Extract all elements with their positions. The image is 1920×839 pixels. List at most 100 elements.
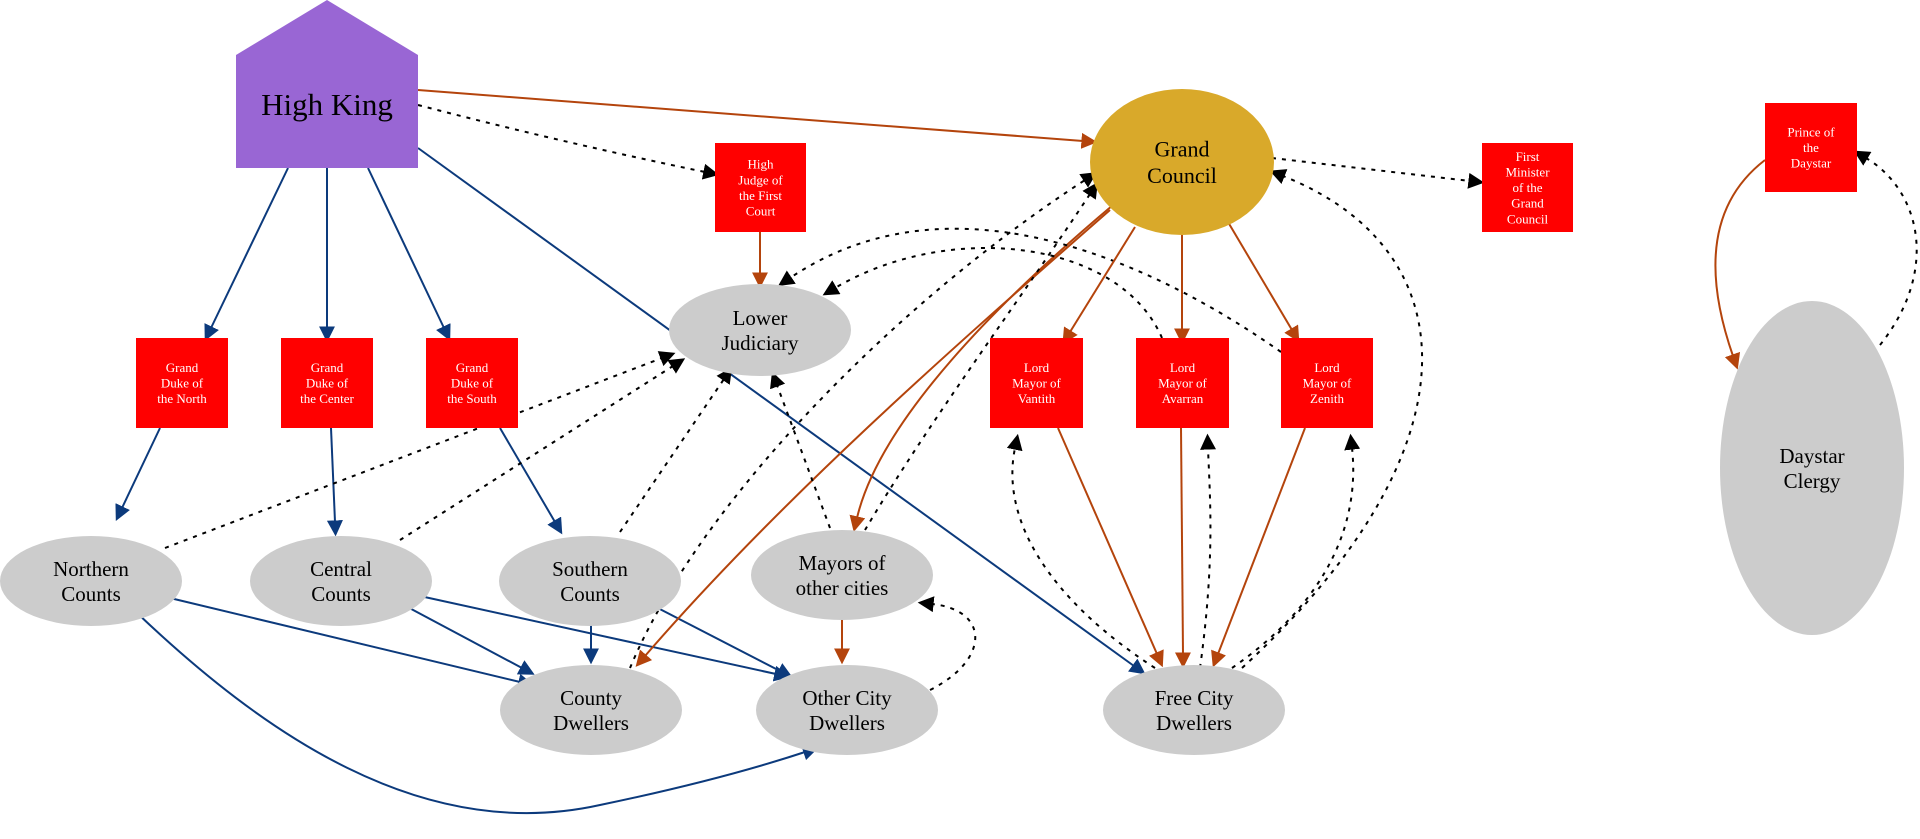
- node-label-line: Grand: [456, 360, 489, 375]
- edge-free-city-dwellers-to-mayor-vantith: [1006, 433, 1156, 669]
- edge-mayor-zenith-to-lower-judiciary: [778, 227, 1282, 353]
- node-label-line: Lord: [1314, 360, 1340, 375]
- node-label-line: Duke of: [161, 376, 204, 391]
- node-label-line: Minister: [1505, 164, 1550, 179]
- node-label-line: Grand: [166, 360, 199, 375]
- node-label-line: Judiciary: [722, 331, 799, 355]
- edge-duke-south-to-southern-counts: [499, 427, 563, 535]
- edge-grand-council-to-first-minister: [1271, 157, 1485, 189]
- node-label-line: Avarran: [1162, 391, 1204, 406]
- node-shape: [715, 143, 806, 232]
- node-label-line: Grand: [311, 360, 344, 375]
- edge-duke-center-to-central-counts: [326, 427, 343, 537]
- node-label-line: the South: [447, 391, 497, 406]
- node-shape: [990, 338, 1083, 428]
- edge-mayor-zenith-to-free-city-dwellers: [1211, 427, 1306, 668]
- node-label-line: the North: [157, 391, 207, 406]
- edge-central-counts-to-other-city-dwellers: [419, 595, 791, 682]
- node-high-king: High King: [236, 0, 418, 168]
- edge-duke-north-to-northern-counts: [115, 427, 161, 522]
- node-label-line: Judge of: [738, 172, 783, 187]
- node-label-line: Other City: [802, 686, 892, 710]
- edge-mayor-vantith-to-free-city-dwellers: [1057, 427, 1164, 668]
- node-shape: [0, 536, 182, 626]
- node-shape: [499, 536, 681, 626]
- node-label-line: High King: [261, 87, 393, 122]
- node-shape: [751, 530, 933, 620]
- node-label-line: Dwellers: [553, 711, 629, 735]
- node-label-line: Mayor of: [1158, 376, 1207, 391]
- edge-free-city-dwellers-to-grand-council: [1241, 169, 1424, 669]
- node-label-line: Mayor of: [1303, 376, 1352, 391]
- edge-mayor-avarran-to-free-city-dwellers: [1174, 427, 1191, 669]
- node-label-line: County: [560, 686, 622, 710]
- node-shape: [669, 284, 851, 376]
- node-shape: [1720, 301, 1904, 635]
- edge-high-king-to-duke-north: [204, 167, 289, 341]
- edge-grand-council-to-mayor-zenith: [1227, 221, 1300, 343]
- node-shape: [250, 536, 432, 626]
- node-label-line: Vantith: [1018, 391, 1056, 406]
- node-label-line: Council: [1507, 211, 1549, 226]
- node-label-line: Council: [1147, 163, 1217, 188]
- edge-prince-daystar-to-daystar-clergy: [1714, 159, 1766, 370]
- edges-layer: [115, 89, 1918, 815]
- node-label-line: Mayors of: [799, 551, 886, 575]
- node-label-line: Lord: [1024, 360, 1050, 375]
- node-label-line: Grand: [1511, 196, 1544, 211]
- edge-free-city-dwellers-to-mayor-avarran: [1199, 433, 1217, 669]
- node-label-line: Court: [746, 203, 776, 218]
- edge-other-city-dwellers-to-mayors-other: [917, 596, 977, 691]
- node-label-line: Daystar: [1791, 156, 1832, 171]
- node-label-line: Duke of: [451, 376, 494, 391]
- edge-central-counts-to-county-dwellers: [399, 602, 535, 675]
- node-label-line: the First: [739, 188, 782, 203]
- node-label-line: Mayor of: [1012, 376, 1061, 391]
- edge-northern-counts-to-lower-judiciary: [164, 351, 676, 549]
- edge-grand-council-to-county-dwellers: [635, 209, 1111, 667]
- node-shape: [756, 665, 938, 755]
- node-label-line: Zenith: [1310, 391, 1344, 406]
- node-label-line: of the: [1513, 180, 1543, 195]
- node-label-line: Southern: [552, 557, 628, 581]
- node-label-line: Counts: [61, 582, 121, 606]
- edge-mayors-other-to-grand-council: [864, 181, 1098, 531]
- node-shape: [1765, 103, 1857, 192]
- node-label-line: Central: [310, 557, 372, 581]
- node-label-line: Dwellers: [809, 711, 885, 735]
- node-label-line: Northern: [53, 557, 129, 581]
- node-label-line: High: [748, 157, 775, 172]
- node-label-line: other cities: [796, 576, 889, 600]
- node-shape: [500, 665, 682, 755]
- edge-mayor-avarran-to-lower-judiciary: [822, 247, 1163, 339]
- node-label-line: First: [1516, 149, 1540, 164]
- edge-southern-counts-to-other-city-dwellers: [651, 604, 793, 678]
- edge-high-king-to-high-judge: [417, 104, 720, 180]
- node-label-line: Counts: [311, 582, 371, 606]
- node-label-line: Daystar: [1779, 444, 1844, 468]
- edge-high-king-to-free-city-dwellers: [417, 147, 1146, 675]
- edge-high-king-to-grand-council: [417, 89, 1098, 149]
- edge-southern-counts-to-lower-judiciary: [619, 367, 733, 533]
- node-label-line: Lower: [733, 306, 788, 330]
- edge-free-city-dwellers-to-mayor-zenith: [1231, 433, 1361, 669]
- edge-daystar-clergy-to-prince-daystar: [1853, 150, 1918, 346]
- node-shape: [1090, 89, 1274, 235]
- node-shape: [1103, 665, 1285, 755]
